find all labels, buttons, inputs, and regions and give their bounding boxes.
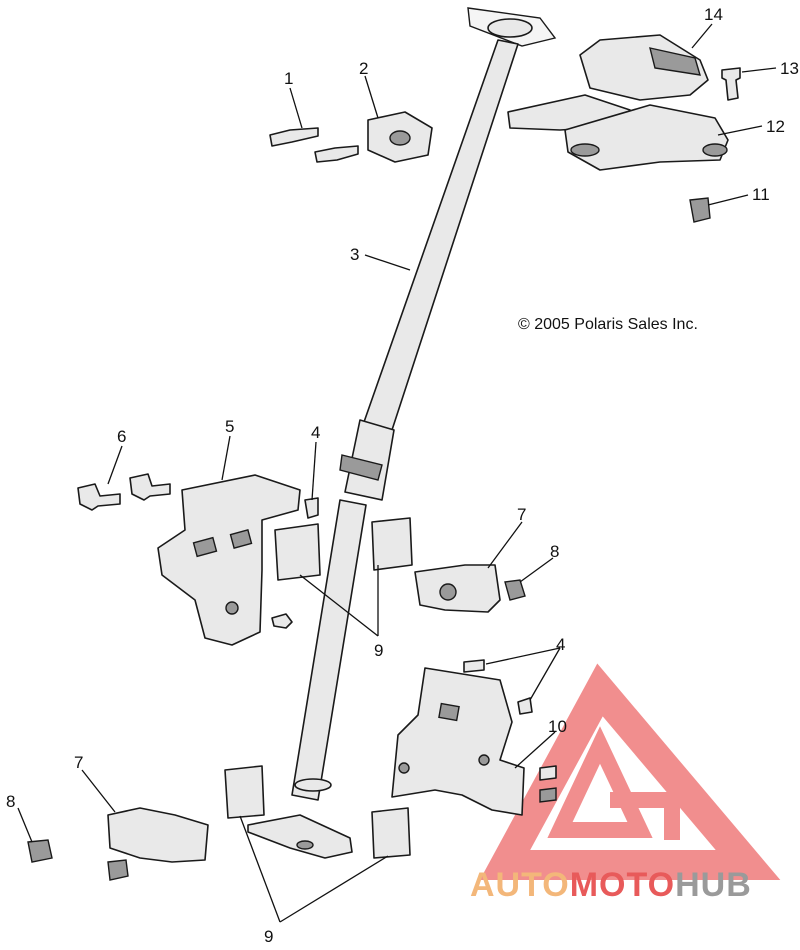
upper-bushings <box>274 517 413 581</box>
callout-9-upper: 9 <box>374 641 383 660</box>
copyright-notice: © 2005 Polaris Sales Inc. <box>518 316 698 333</box>
callout-1: 1 <box>284 69 293 88</box>
callout-labels: 1 2 3 4 4 5 6 7 7 8 8 9 9 10 11 12 13 14 <box>6 5 799 946</box>
watermark-word-auto: AUTO <box>470 866 570 904</box>
watermark-word-moto: MOTO <box>570 866 675 904</box>
lower-bushings <box>224 765 411 859</box>
callout-7-lower: 7 <box>74 753 83 772</box>
callout-11: 11 <box>752 185 770 204</box>
callout-8-middle: 8 <box>550 542 559 561</box>
callout-9-lower: 9 <box>264 927 273 945</box>
leader-lines <box>17 23 777 923</box>
callout-6: 6 <box>117 427 126 446</box>
callout-2: 2 <box>359 59 368 78</box>
watermark-text: AUTOMOTOHUB <box>470 866 752 904</box>
callout-5: 5 <box>225 417 234 436</box>
middle-clamp <box>414 564 526 613</box>
callout-3: 3 <box>350 245 359 264</box>
callout-13: 13 <box>780 59 799 78</box>
small-fasteners-right <box>689 67 741 223</box>
steering-head-assembly <box>507 34 729 171</box>
steering-shaft <box>247 7 557 859</box>
watermark-word-hub: HUB <box>675 866 752 904</box>
callout-10: 10 <box>548 717 567 736</box>
callout-12: 12 <box>766 117 785 136</box>
callout-8-lower: 8 <box>6 792 15 811</box>
callout-4-upper: 4 <box>311 423 320 442</box>
lower-clamp <box>27 807 209 881</box>
upper-bracket <box>77 473 319 646</box>
callout-7-middle: 7 <box>517 505 526 524</box>
callout-4-lower: 4 <box>556 635 565 654</box>
callout-14: 14 <box>704 5 723 24</box>
bolts-and-clamp-top <box>269 111 433 163</box>
lower-bracket <box>391 659 557 816</box>
